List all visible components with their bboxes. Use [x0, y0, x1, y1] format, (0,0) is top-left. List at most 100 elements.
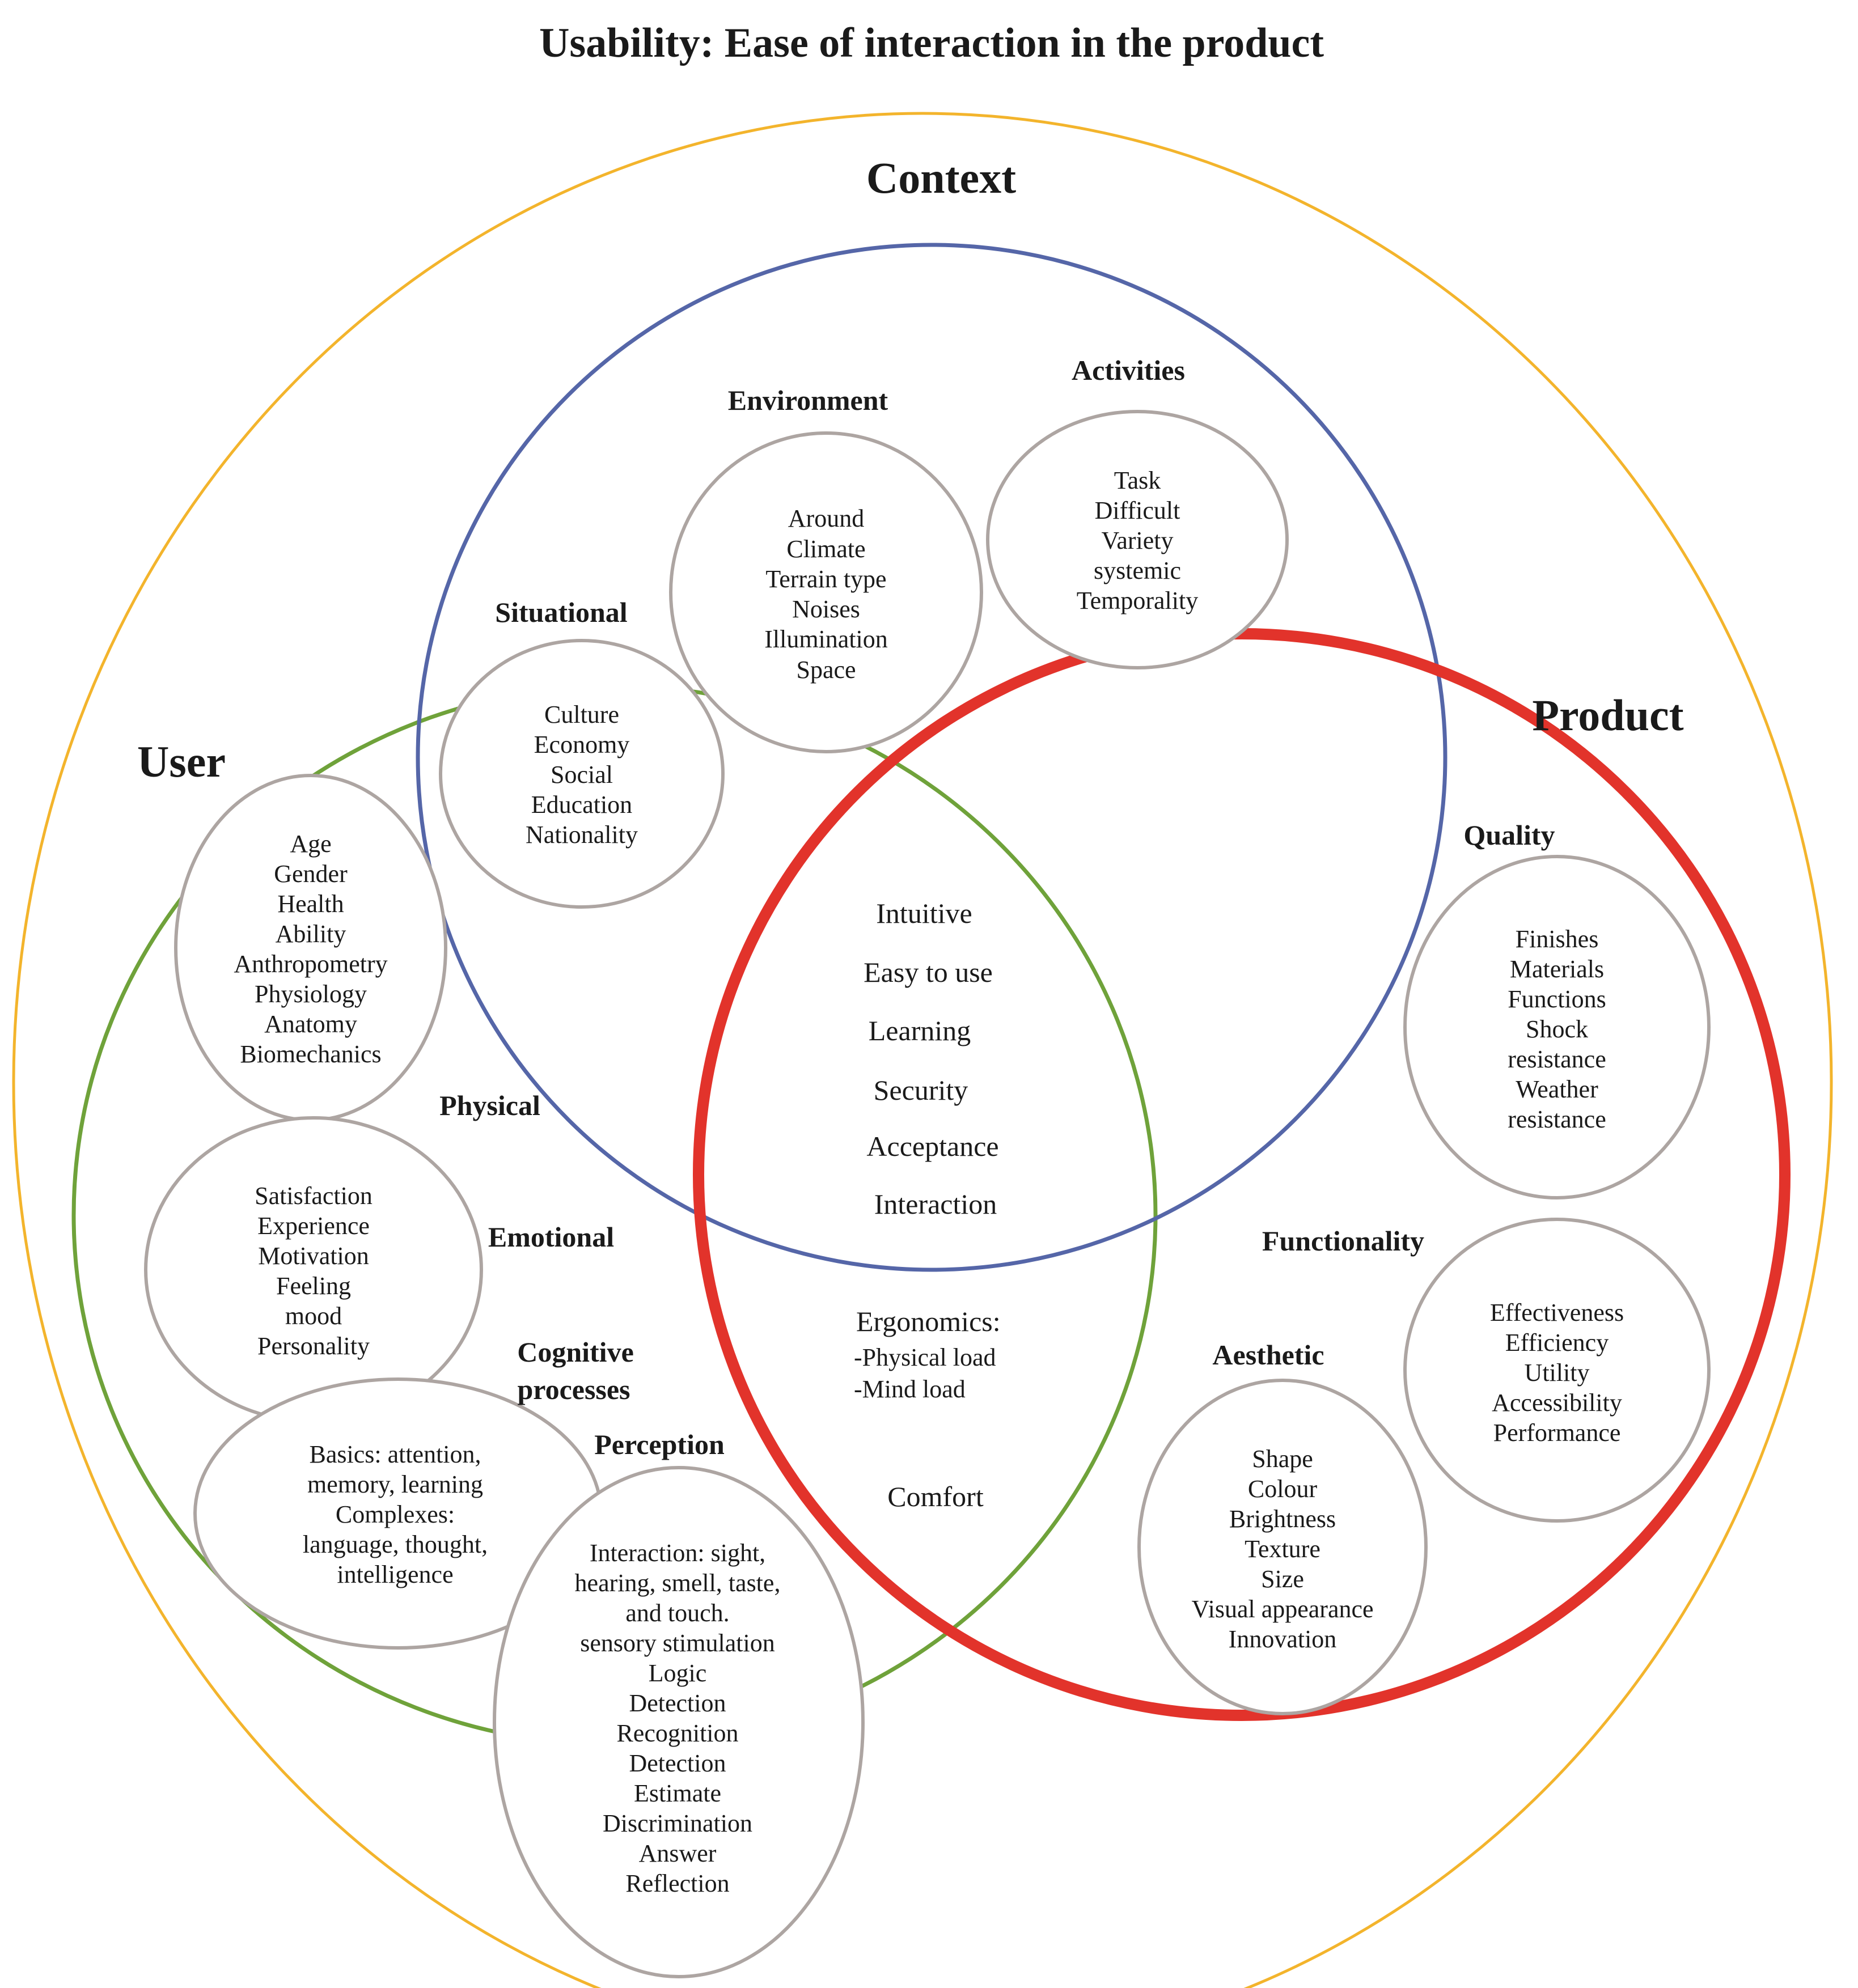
- physical-label: Physical: [439, 1090, 540, 1121]
- perception-item: Reflection: [625, 1870, 729, 1897]
- quality-item: Weather: [1516, 1075, 1598, 1103]
- cognitive-item: Complexes:: [336, 1500, 455, 1528]
- perception-item: Recognition: [616, 1719, 738, 1747]
- perception-item: Logic: [649, 1659, 707, 1687]
- situational-item: Nationality: [526, 821, 638, 849]
- center-item: Intuitive: [876, 897, 972, 929]
- activities-item: Variety: [1101, 527, 1173, 554]
- perception-item: hearing, smell, taste,: [575, 1569, 781, 1597]
- environment-item: Around: [788, 505, 864, 532]
- quality-item: resistance: [1508, 1045, 1606, 1073]
- functionality-item: Accessibility: [1492, 1389, 1622, 1417]
- quality-item: resistance: [1508, 1105, 1606, 1133]
- aesthetic-item: Size: [1261, 1565, 1304, 1593]
- aesthetic-item: Colour: [1248, 1475, 1318, 1503]
- environment-item: Noises: [792, 595, 860, 623]
- product-circle: [693, 628, 1791, 1721]
- aesthetic-bubble: [1137, 1379, 1428, 1715]
- cognitive-label-line-2: processes: [517, 1374, 630, 1405]
- situational-label: Situational: [495, 596, 628, 628]
- activities-bubble: [986, 410, 1289, 669]
- situational-bubble: [439, 639, 725, 909]
- center-item: Security: [874, 1074, 968, 1106]
- physical-item: Anthropometry: [234, 950, 387, 978]
- cognitive-item: memory, learning: [307, 1470, 483, 1498]
- activities-item: systemic: [1094, 557, 1181, 584]
- physical-bubble: [174, 774, 447, 1122]
- diagram-title: Usability: Ease of interaction in the pr…: [539, 20, 1324, 66]
- physical-item: Gender: [274, 860, 348, 888]
- quality-label: Quality: [1463, 819, 1555, 851]
- ergonomics-item: -Mind load: [854, 1375, 966, 1403]
- functionality-item: Performance: [1493, 1419, 1621, 1447]
- perception-item: Estimate: [634, 1779, 721, 1807]
- emotional-item: Feeling: [276, 1272, 351, 1300]
- environment-item: Illumination: [764, 625, 888, 653]
- physical-item: Health: [277, 890, 344, 918]
- aesthetic-item: Innovation: [1229, 1625, 1337, 1653]
- functionality-item: Efficiency: [1505, 1329, 1609, 1357]
- physical-item: Biomechanics: [240, 1040, 381, 1068]
- perception-item: Interaction: sight,: [590, 1539, 765, 1567]
- outer-usability-circle: [12, 112, 1833, 1988]
- functionality-bubble: [1403, 1218, 1711, 1523]
- perception-item: Detection: [629, 1689, 726, 1717]
- environment-item: Space: [796, 656, 856, 684]
- emotional-item: mood: [285, 1302, 342, 1330]
- situational-item: Social: [551, 761, 613, 789]
- cognitive-item: Basics: attention,: [309, 1440, 481, 1468]
- emotional-label: Emotional: [488, 1221, 614, 1253]
- perception-bubble: [493, 1466, 865, 1978]
- physical-item: Anatomy: [264, 1010, 357, 1038]
- activities-item: Task: [1114, 467, 1161, 494]
- emotional-item: Personality: [257, 1332, 370, 1360]
- quality-bubble: [1403, 855, 1711, 1199]
- emotional-item: Experience: [257, 1212, 370, 1240]
- emotional-item: Satisfaction: [255, 1182, 373, 1210]
- aesthetic-label: Aesthetic: [1212, 1339, 1324, 1371]
- context-circle: [416, 243, 1448, 1272]
- activities-item: Temporality: [1077, 587, 1198, 614]
- emotional-bubble: [144, 1116, 483, 1423]
- center-item: Easy to use: [864, 956, 993, 988]
- activities-label: Activities: [1072, 354, 1185, 386]
- cognitive-item: language, thought,: [303, 1531, 488, 1558]
- cognitive-item: intelligence: [337, 1561, 453, 1588]
- physical-item: Physiology: [255, 980, 367, 1008]
- aesthetic-item: Brightness: [1229, 1505, 1336, 1533]
- environment-label: Environment: [728, 384, 888, 416]
- functionality-label: Functionality: [1262, 1225, 1424, 1257]
- perception-item: Discrimination: [603, 1809, 752, 1837]
- ergonomics-heading: Ergonomics:: [856, 1305, 1001, 1337]
- center-item: Learning: [869, 1015, 971, 1046]
- environment-bubble: [669, 431, 983, 753]
- situational-item: Education: [531, 791, 632, 819]
- aesthetic-item: Visual appearance: [1191, 1595, 1373, 1623]
- ergonomics-item: -Physical load: [854, 1343, 996, 1371]
- user-label: User: [137, 737, 226, 786]
- product-label: Product: [1532, 690, 1683, 740]
- perception-item: sensory stimulation: [580, 1629, 774, 1657]
- aesthetic-item: Texture: [1245, 1535, 1321, 1563]
- physical-item: Ability: [276, 920, 346, 948]
- quality-item: Finishes: [1516, 925, 1599, 953]
- quality-item: Shock: [1526, 1015, 1588, 1043]
- quality-item: Materials: [1510, 955, 1604, 983]
- activities-item: Difficult: [1095, 497, 1180, 524]
- physical-item: Age: [290, 830, 331, 858]
- environment-item: Terrain type: [765, 565, 886, 593]
- emotional-item: Motivation: [258, 1242, 369, 1270]
- perception-item: and touch.: [625, 1599, 729, 1627]
- situational-item: Culture: [544, 701, 619, 728]
- quality-item: Functions: [1508, 985, 1606, 1013]
- center-item: Acceptance: [866, 1130, 998, 1162]
- perception-item: Detection: [629, 1749, 726, 1777]
- functionality-item: Utility: [1525, 1359, 1590, 1387]
- context-label: Context: [866, 153, 1016, 202]
- perception-item: Answer: [639, 1839, 717, 1867]
- perception-label: Perception: [594, 1429, 725, 1460]
- center-item: Interaction: [874, 1188, 997, 1220]
- aesthetic-item: Shape: [1252, 1445, 1313, 1473]
- comfort-label: Comfort: [887, 1481, 984, 1512]
